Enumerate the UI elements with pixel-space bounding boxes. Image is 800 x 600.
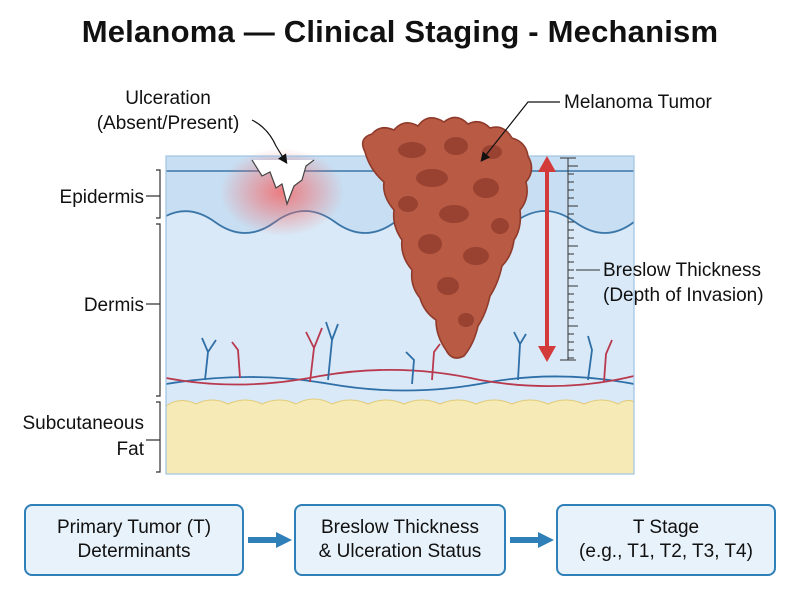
tumor-leader xyxy=(480,101,560,162)
epidermis-bracket xyxy=(146,169,161,219)
fat-label-line1: Subcutaneous xyxy=(23,413,145,434)
flow-box-line1: Primary Tumor (T) xyxy=(56,517,212,538)
tumor-label: Melanoma Tumor xyxy=(564,92,713,113)
flow-box-line2: & Ulceration Status xyxy=(318,541,482,562)
blood-vessels xyxy=(165,321,635,392)
flow-box-t-stage: T Stage (e.g., T1, T2, T3, T4) xyxy=(556,504,776,576)
flow-box-breslow-ulceration: Breslow Thickness & Ulceration Status xyxy=(294,504,506,576)
dermis-bracket xyxy=(146,223,161,397)
fat-bracket xyxy=(146,401,161,473)
diagram-title: Melanoma — Clinical Staging - Mechanism xyxy=(81,14,719,49)
breslow-ruler xyxy=(560,157,578,361)
breslow-label-line1: Breslow Thickness xyxy=(603,260,761,281)
ulceration-leader xyxy=(251,119,288,164)
tumor-texture xyxy=(398,137,509,327)
subcutaneous-fat-layer xyxy=(165,398,635,475)
melanoma-tumor xyxy=(361,116,533,359)
flow-box-line2: Determinants xyxy=(77,541,191,562)
ulceration-label-line1: Ulceration xyxy=(125,88,211,109)
flow-box-line1: Breslow Thickness xyxy=(320,517,480,538)
fat-label-line2: Fat xyxy=(117,439,145,460)
flow-box-line2: (e.g., T1, T2, T3, T4) xyxy=(579,541,753,562)
flow-arrow-1 xyxy=(248,532,292,548)
epidermis-label: Epidermis xyxy=(60,187,144,208)
dermis-label: Dermis xyxy=(84,295,144,316)
ulceration-notch xyxy=(251,159,315,206)
flow-arrow-2 xyxy=(510,532,554,548)
ulceration-label-line2: (Absent/Present) xyxy=(97,113,240,134)
flow-box-line1: T Stage xyxy=(632,517,700,538)
ulceration-inflammation xyxy=(220,148,344,236)
breslow-depth-arrow xyxy=(538,156,556,362)
breslow-label-line2: (Depth of Invasion) xyxy=(603,285,764,306)
flow-box-primary-tumor: Primary Tumor (T) Determinants xyxy=(24,504,244,576)
